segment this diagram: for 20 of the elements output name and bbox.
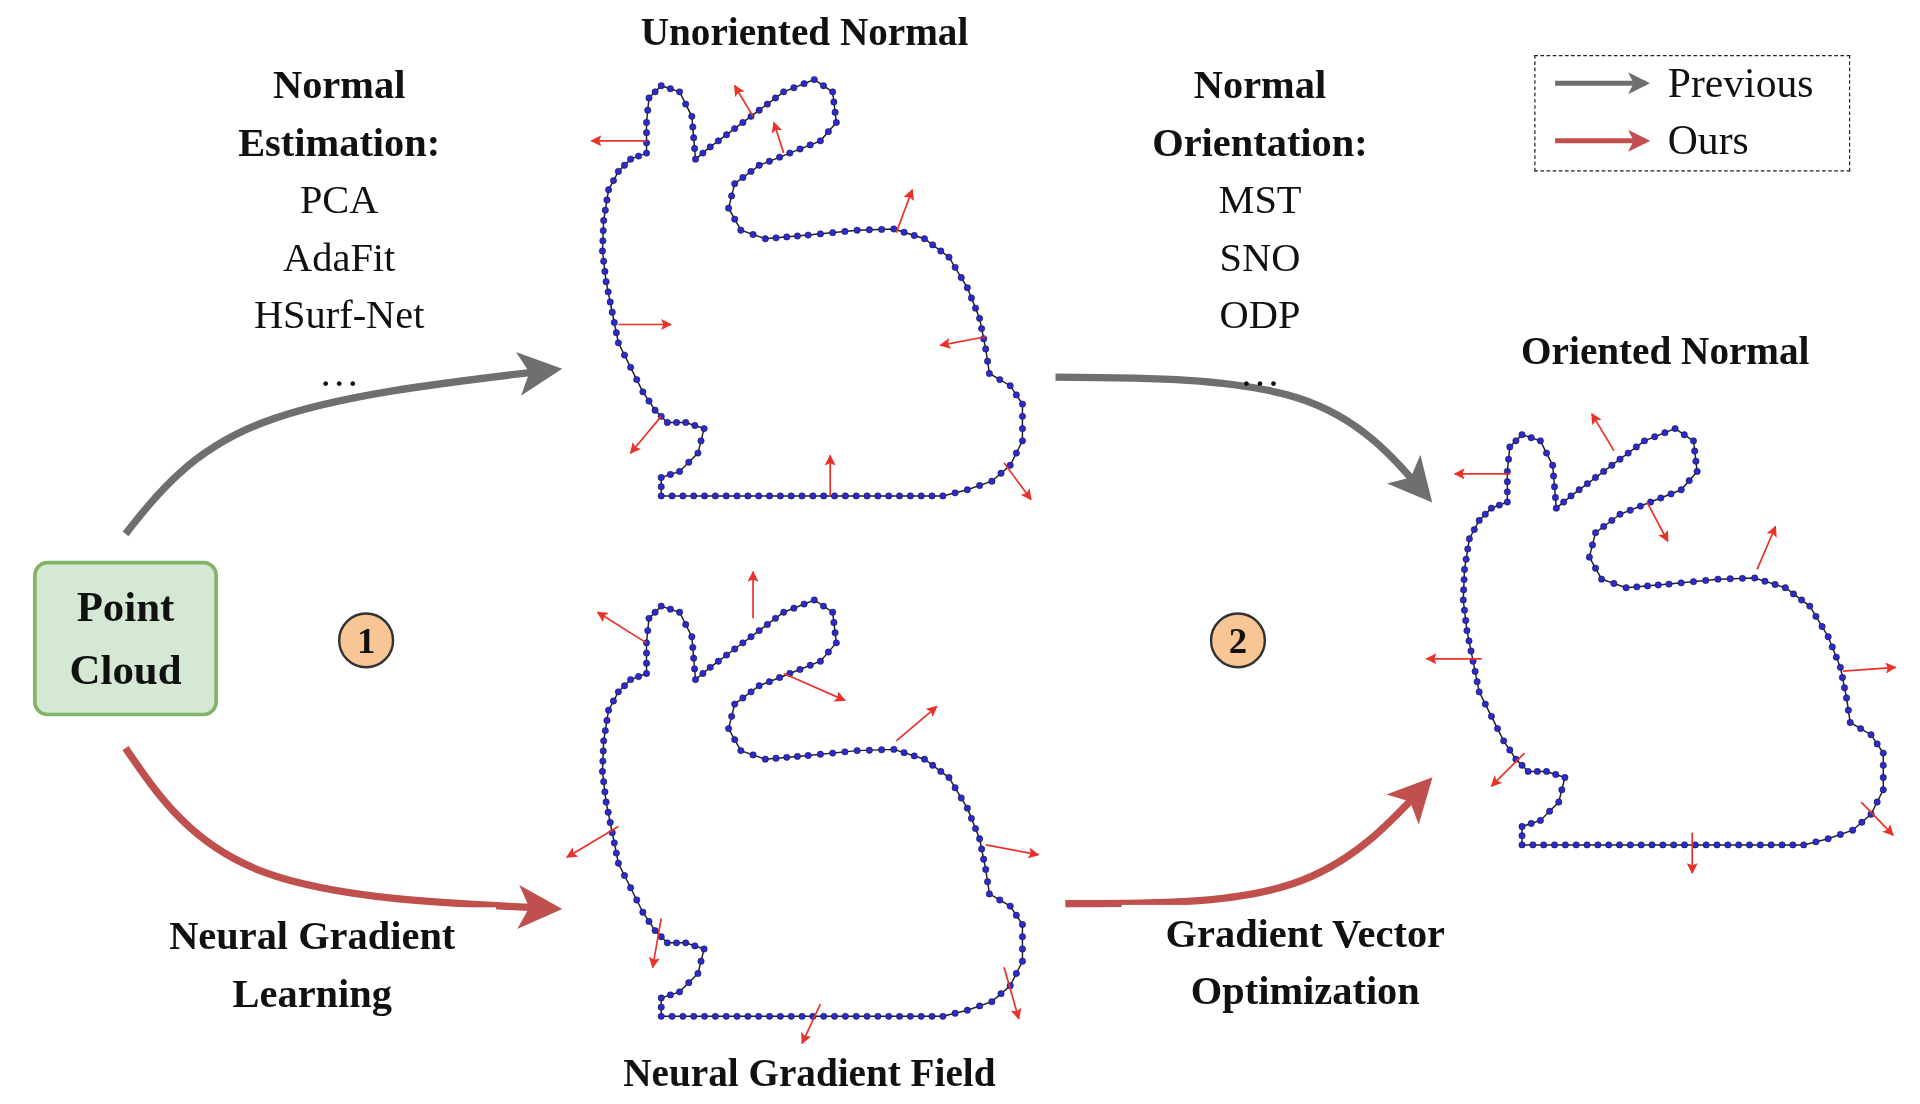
section-heading: Normal Orientation:	[1151, 61, 1369, 167]
method-name: PCA	[299, 176, 379, 224]
arrow	[122, 351, 563, 537]
figure-title: Oriented Normal	[1521, 328, 1810, 374]
legend-label: Previous	[1667, 59, 1814, 108]
step-number: 2	[1209, 612, 1267, 669]
method-name: MST	[1218, 176, 1302, 224]
figure-title: Neural Gradient Field	[623, 1050, 996, 1096]
method-name: SNO	[1219, 234, 1301, 282]
figure-title: Unoriented Normal	[640, 9, 969, 56]
method-name: HSurf-Net	[253, 291, 425, 339]
arrow	[122, 746, 563, 929]
section-heading: Normal Estimation:	[237, 61, 442, 167]
ellipsis-text: …	[319, 349, 360, 397]
method-name: AdaFit	[283, 234, 396, 282]
step-number: 1	[337, 612, 395, 669]
process-box: Point Cloud	[33, 560, 218, 717]
legend-label: Ours	[1667, 116, 1749, 165]
method-name: ODP	[1219, 291, 1301, 339]
ellipsis-text: …	[1239, 349, 1281, 397]
